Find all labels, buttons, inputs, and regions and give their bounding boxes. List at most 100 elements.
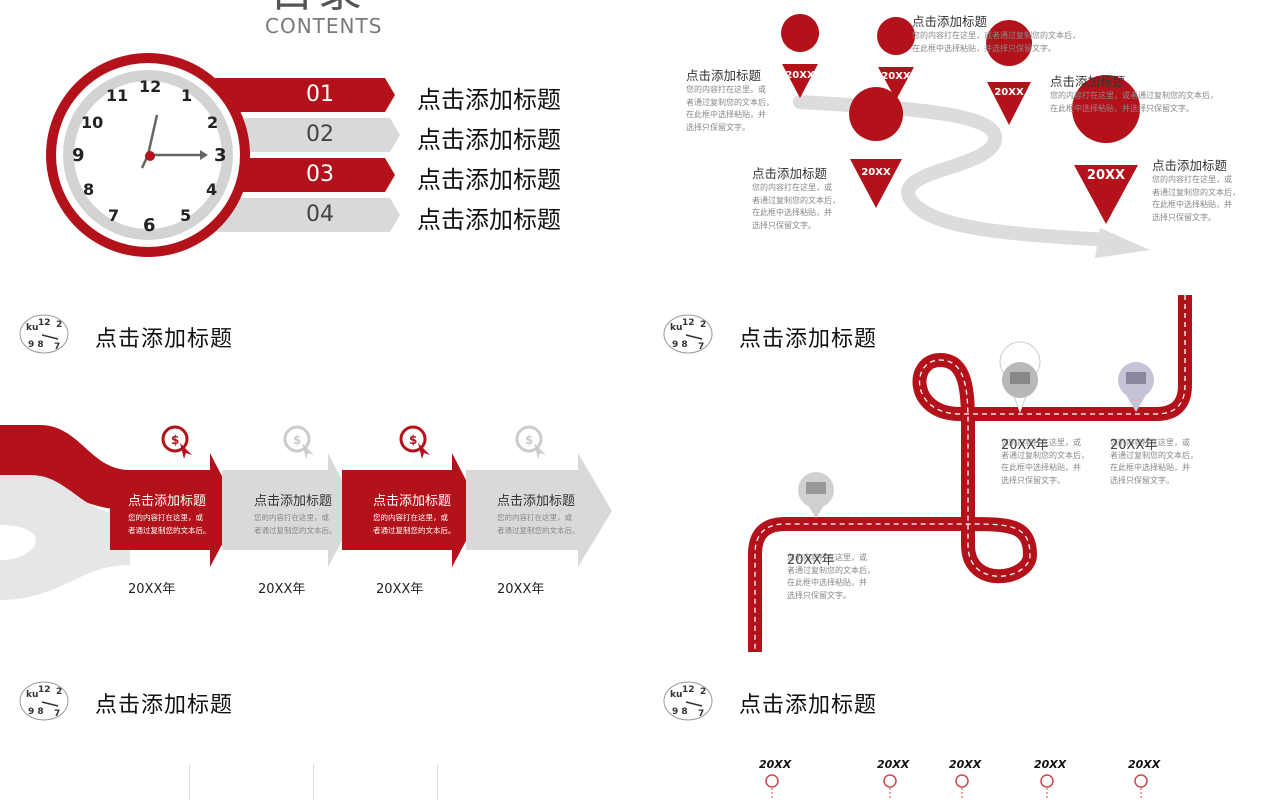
arrows-graphic: $ $ $ $ <box>0 425 612 600</box>
svg-text:7: 7 <box>698 342 704 352</box>
step-year: 20XX年 <box>497 582 545 597</box>
arrow-step-title: 点击添加标题 <box>373 494 452 509</box>
timeline-dot <box>883 774 897 788</box>
svg-text:9 8: 9 8 <box>28 707 44 717</box>
toc-bar-02[interactable] <box>210 118 400 152</box>
route-block-line: 您的内容打在这里，或 <box>1152 175 1232 184</box>
toc-bar-03[interactable] <box>210 158 395 192</box>
arrow-step-1[interactable] <box>110 453 240 567</box>
svg-text:12: 12 <box>682 685 695 695</box>
svg-text:$: $ <box>525 433 533 447</box>
route-block-title: 点击添加标题 <box>686 68 762 83</box>
arrow-step-line: 者通过复制您的文本后。 <box>254 526 337 535</box>
route-block-title: 点击添加标题 <box>752 166 828 181</box>
svg-text:12: 12 <box>38 685 51 695</box>
clock-icon: ku 12 2 9 8 7 <box>663 681 713 721</box>
clock-icon: ku 12 2 9 8 7 <box>19 681 69 721</box>
route-graphic: 20XX 20XX 20XX 20XX 20XX <box>781 14 1150 258</box>
pin-label: 20XX <box>994 87 1024 98</box>
route-block-line: 者通过复制您的文本后， <box>752 195 840 205</box>
clock-icon: ku 12 2 9 8 7 <box>19 314 69 354</box>
road-stop: 20XX年 您的内容打在这里，或 者通过复制您的文本后， 在此框中选择粘贴，并 … <box>1110 434 1198 487</box>
photo-pin-icon[interactable] <box>999 341 1041 414</box>
route-block: 点击添加标题 您的内容打在这里，或 者通过复制您的文本后， 在此框中选择粘贴，并… <box>752 163 840 232</box>
arrow-step-line: 您的内容打在这里，或 <box>128 513 203 522</box>
step-year: 20XX年 <box>258 582 306 597</box>
route-block-title: 点击添加标题 <box>912 14 988 29</box>
road-stop: 20XX年 您的内容打在这里，或 者通过复制您的文本后， 在此框中选择粘贴，并 … <box>787 549 875 602</box>
clock-number: 11 <box>106 86 129 105</box>
clock-number: 9 <box>72 145 85 166</box>
toc-label-01[interactable]: 点击添加标题 <box>417 86 561 114</box>
route-block: 点击添加标题 您的内容打在这里，或 者通过复制您的文本后， 在此框中选择粘贴，并… <box>686 65 774 134</box>
photo-pin-icon[interactable] <box>1118 362 1154 412</box>
clock-number: 12 <box>139 77 162 96</box>
route-block-line: 选择只保留文字。 <box>752 220 816 230</box>
toc-label-02[interactable]: 点击添加标题 <box>417 126 561 154</box>
road-stop-line: 您的内容打在这里，或 <box>1110 438 1190 447</box>
toc-bar-04[interactable] <box>210 198 400 232</box>
timeline-markers <box>765 774 1148 800</box>
svg-text:ku: ku <box>26 323 38 333</box>
svg-text:9 8: 9 8 <box>672 707 688 717</box>
step-year: 20XX年 <box>128 582 176 597</box>
dollar-cursor-icon: $ <box>283 425 314 459</box>
slide-title: 点击添加标题 <box>95 327 234 352</box>
route-block-line: 在此框中选择粘贴，并选择只保留文字。 <box>1050 103 1194 113</box>
route-block: 点击添加标题 您的内容打在这里，或 者通过复制您的文本后， 在此框中选择粘贴，并… <box>1152 155 1240 224</box>
toc-label-04[interactable]: 点击添加标题 <box>417 206 561 234</box>
route-block-line: 您的内容打在这里，或者通过复制您的文本后， <box>912 31 1080 40</box>
slide-title: 点击添加标题 <box>95 693 234 718</box>
pin-icon[interactable]: 20XX <box>986 20 1033 126</box>
route-block-line: 您的内容打在这里，或 <box>752 183 832 192</box>
clock-number: 4 <box>206 180 218 199</box>
route-block: 点击添加标题 您的内容打在这里，或者通过复制您的文本后， 在此框中选择粘贴，并选… <box>1050 71 1218 115</box>
clock-number: 5 <box>180 206 192 225</box>
pin-icon[interactable]: 20XX <box>781 14 820 98</box>
road-stop-year: 20XX年 <box>1001 438 1049 453</box>
road-stop: 20XX年 您的内容打在这里，或 者通过复制您的文本后， 在此框中选择粘贴，并 … <box>1001 434 1089 487</box>
dollar-cursor-icon: $ <box>515 425 546 459</box>
road-stop-line: 者通过复制您的文本后， <box>1001 450 1089 460</box>
arrow-step-3[interactable] <box>342 453 482 567</box>
svg-text:$: $ <box>171 433 179 447</box>
photo-pin-icon[interactable] <box>798 472 834 518</box>
road-stop-year: 20XX年 <box>1110 438 1158 453</box>
dollar-cursor-icon: $ <box>399 425 430 459</box>
svg-text:7: 7 <box>698 709 704 719</box>
svg-text:7: 7 <box>54 342 60 352</box>
timeline-dot <box>955 774 969 788</box>
route-block-line: 选择只保留文字。 <box>1152 212 1216 222</box>
toc-num-01: 01 <box>306 82 334 107</box>
road-stop-line: 者通过复制您的文本后， <box>787 565 875 575</box>
timeline-dot <box>1134 774 1148 788</box>
pin-icon[interactable]: 20XX <box>877 17 916 100</box>
road-stop-line: 选择只保留文字。 <box>1110 475 1174 485</box>
pin-icon[interactable]: 20XX <box>1072 75 1141 224</box>
route-block-line: 您的内容打在这里，或 <box>686 85 766 94</box>
clock-number: 2 <box>207 113 219 132</box>
road-stop-line: 在此框中选择粘贴，并 <box>1001 463 1081 472</box>
road-stop-line: 选择只保留文字。 <box>787 590 851 600</box>
pin-icon[interactable]: 20XX <box>849 87 904 208</box>
dollar-cursor-icon: $ <box>161 425 192 459</box>
svg-text:ku: ku <box>670 323 682 333</box>
route-block-line: 在此框中选择粘贴，并选择只保留文字。 <box>912 43 1056 53</box>
toc-title: 目录 <box>270 0 366 14</box>
toc-label-03[interactable]: 点击添加标题 <box>417 166 561 194</box>
arrow-step-4[interactable] <box>466 453 612 567</box>
road-stop-line: 在此框中选择粘贴，并 <box>1110 463 1190 472</box>
route-block-line: 在此框中选择粘贴，并 <box>1152 200 1232 209</box>
svg-text:ku: ku <box>670 690 682 700</box>
arrow-step-2[interactable] <box>222 453 358 567</box>
toc-bar-01[interactable] <box>210 78 395 112</box>
timeline-year: 20XX <box>1034 758 1067 771</box>
clock-number: 8 <box>83 180 95 199</box>
toc-num-03: 03 <box>306 162 334 187</box>
route-block-title: 点击添加标题 <box>1152 158 1228 173</box>
toc-num-04: 04 <box>306 202 334 227</box>
route-block-title: 点击添加标题 <box>1050 74 1126 89</box>
arrow-step-title: 点击添加标题 <box>497 494 576 509</box>
route-block: 点击添加标题 您的内容打在这里，或者通过复制您的文本后， 在此框中选择粘贴，并选… <box>912 11 1080 55</box>
svg-text:ku: ku <box>26 690 38 700</box>
